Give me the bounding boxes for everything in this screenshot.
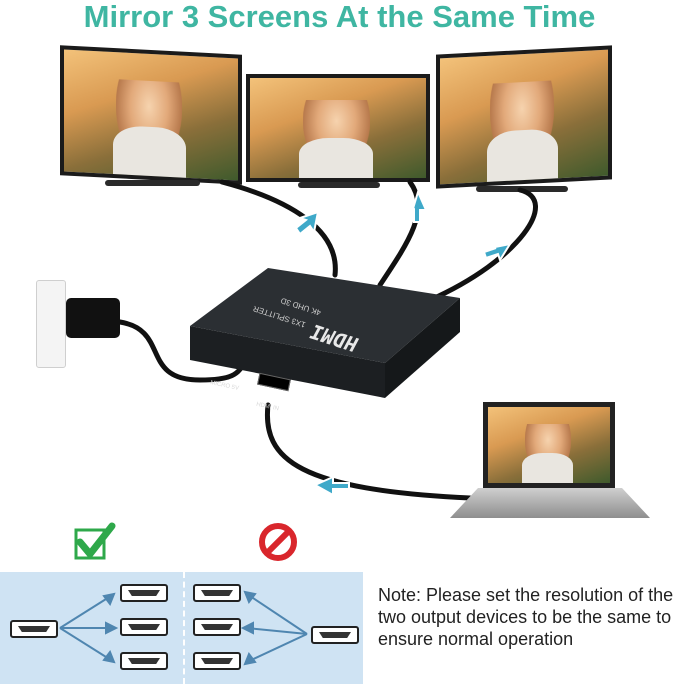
hdmi-icon [193, 652, 241, 670]
arrows-correct [59, 592, 119, 664]
power-adapter [66, 298, 120, 338]
arrows-wrong [240, 590, 308, 666]
tv-center-stand [298, 182, 380, 188]
hdmi-icon [120, 618, 168, 636]
diagram-wrong [183, 572, 363, 684]
page-title: Mirror 3 Screens At the Same Time [83, 0, 596, 34]
hdmi-icon [193, 584, 241, 602]
splitter-body [190, 268, 460, 398]
laptop-screen [483, 402, 615, 488]
tv-left-stand [105, 180, 200, 186]
laptop-base [450, 488, 650, 518]
hdmi-icon [10, 620, 58, 638]
tv-center [246, 74, 430, 194]
diagram-correct [0, 572, 183, 684]
check-icon [70, 522, 118, 562]
hdmi-icon [120, 652, 168, 670]
hdmi-icon [193, 618, 241, 636]
hdmi-icon [311, 626, 359, 644]
arrow-icons [294, 189, 513, 497]
tv-center-screen [246, 74, 430, 182]
prohibited-icon [258, 522, 298, 562]
tv-left [60, 45, 242, 192]
note-text: Note: Please set the resolution of the t… [378, 585, 674, 649]
laptop [450, 402, 650, 522]
hdmi-splitter: HDMI 1X3 SPLITTER 4K UHD 3D MICRO 5V HDM… [190, 268, 460, 412]
hdmi-icon [120, 584, 168, 602]
wall-outlet [36, 280, 66, 368]
